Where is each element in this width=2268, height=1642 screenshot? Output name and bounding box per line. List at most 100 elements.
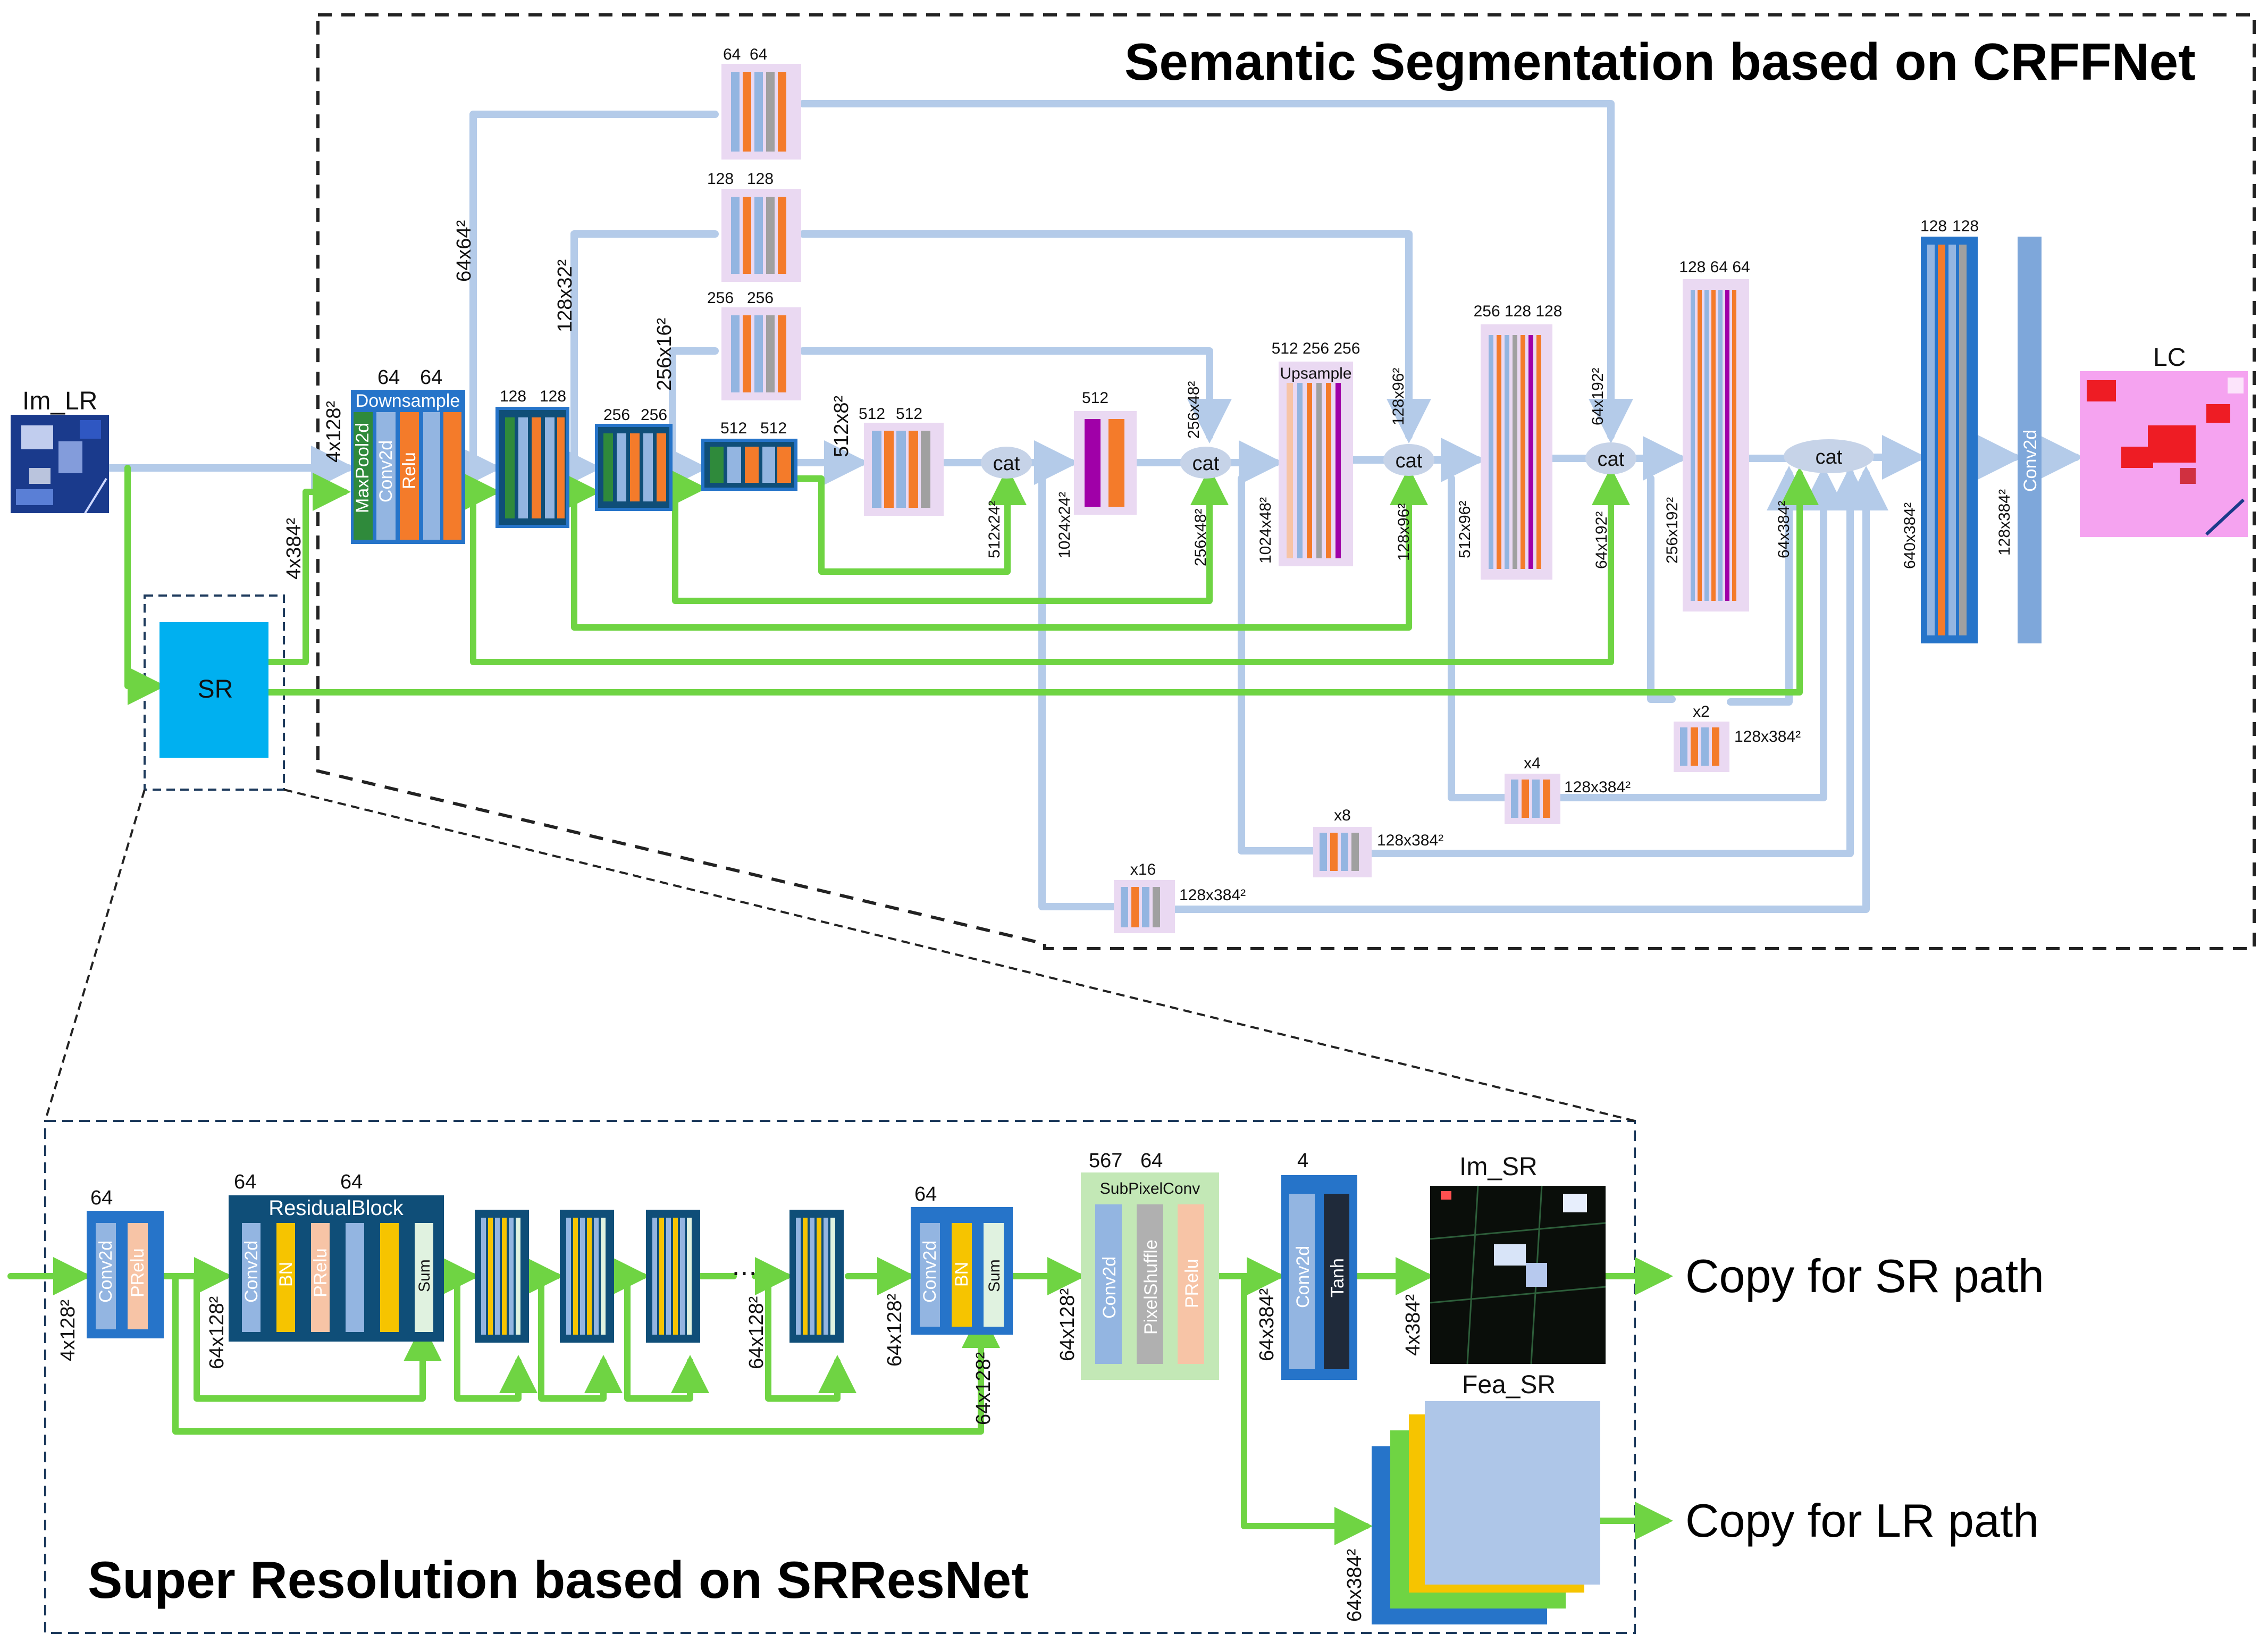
sr-feature-branch: [1241, 1273, 1373, 1545]
residual-block-3: [560, 1210, 614, 1343]
cat2-label: cat: [1192, 453, 1220, 475]
cat-op-2: [1180, 447, 1231, 479]
ms-x8: [1238, 475, 1320, 854]
sr-skip-2: [454, 1273, 537, 1402]
up3-ch: 128 64 64: [1679, 258, 1750, 276]
rb-conv: Conv2d: [241, 1241, 262, 1303]
skip-block-64: [721, 64, 801, 160]
subpixel-title: SubPixelConv: [1100, 1180, 1200, 1197]
enc128-ch: 128: [500, 388, 526, 405]
skip-block-256: [721, 307, 801, 400]
dim-64x192-bot: 64x192²: [1593, 512, 1610, 569]
upsample-block-1: [1279, 362, 1353, 566]
dim-64x384: 64x384²: [1775, 501, 1793, 558]
dim-1024x24: 1024x24²: [1056, 492, 1073, 558]
im-sr-label: Im_SR: [1459, 1153, 1538, 1181]
cat3-label: cat: [1396, 450, 1423, 472]
ms-x16-out: [1169, 466, 1888, 913]
skip-128: [570, 230, 719, 461]
sr-dim-4x128: 4x128²: [57, 1300, 79, 1361]
dim-128x32: 128x32²: [554, 259, 576, 332]
ct-ch: 4: [1297, 1150, 1308, 1172]
ms-x2: [1647, 475, 1676, 703]
sr-conv-ch: 64: [90, 1187, 113, 1209]
skip64-ch2: 64: [750, 46, 767, 63]
dim-256x16: 256x16²: [653, 318, 676, 391]
sp-conv: Conv2d: [1099, 1256, 1120, 1319]
maxpool-label: MaxPool2d: [352, 423, 373, 513]
final-ch2: 128: [1952, 217, 1979, 235]
zoom-line-right: [283, 789, 1635, 1122]
cat4-label: cat: [1598, 448, 1625, 471]
rb-ch2: 64: [340, 1171, 363, 1193]
sr-title: Super Resolution based on SRResNet: [88, 1551, 1029, 1609]
skip-64-out: [799, 100, 1633, 443]
cat-op-1: [981, 447, 1032, 479]
enc-conv-label: Conv2d: [376, 440, 396, 502]
segmentation-title: Semantic Segmentation based on CRFFNet: [1124, 32, 2196, 91]
input-to-sr: [124, 465, 166, 705]
ms-block-x16: [1114, 880, 1175, 933]
sp-ch: 567: [1089, 1150, 1122, 1172]
cat1-label: cat: [993, 453, 1020, 475]
segmentation-frame: [316, 13, 2256, 950]
g-enc3: [672, 467, 1229, 604]
ms-x4-out: [1557, 466, 1846, 801]
skip128-ch2: 128: [747, 170, 774, 188]
skip-64: [469, 111, 719, 482]
bottleneck-ch2: 512: [896, 405, 922, 423]
downsample-block: [351, 390, 465, 544]
upsample-block-2: [1481, 324, 1552, 580]
g-enc1: [470, 467, 1630, 665]
rb-title: ResidualBlock: [268, 1196, 404, 1220]
sr-rb-skip: [194, 1273, 442, 1402]
copy-sr-label: Copy for SR path: [1685, 1250, 2044, 1302]
up1-label: Upsample: [1280, 365, 1351, 382]
skip-256: [669, 347, 719, 461]
g-enc4: [794, 467, 1027, 575]
skip128-ch: 128: [707, 170, 734, 188]
sr-skip-3: [538, 1273, 623, 1402]
cat-op-4: [1585, 442, 1636, 474]
sr-skip-4: [624, 1273, 709, 1402]
rb-bn: BN: [276, 1262, 296, 1287]
ms-x4-label: x4: [1524, 755, 1541, 772]
skip-256-out: [799, 347, 1232, 443]
ms-x8-label: x8: [1334, 807, 1351, 824]
final-block: [1921, 237, 1978, 643]
rb-ch: 64: [234, 1171, 256, 1193]
sr-to-downsample: [265, 473, 351, 665]
sr-sum-label: Sum: [986, 1259, 1003, 1292]
g-enc2: [571, 467, 1428, 631]
dim-64x64: 64x64²: [453, 220, 475, 282]
fea-sr-label: Fea_SR: [1462, 1371, 1556, 1399]
dim-256x192: 256x192²: [1664, 497, 1681, 564]
sr-block: [159, 622, 268, 758]
dim-4x128: 4x128²: [323, 401, 345, 463]
sr-detail-frame: [44, 1120, 1636, 1634]
sp-prelu: PRelu: [1182, 1259, 1202, 1308]
conv-tanh-block: [1281, 1175, 1357, 1380]
ms-x4-dim: 128x384²: [1564, 778, 1631, 796]
ct-conv: Conv2d: [1293, 1246, 1313, 1308]
sr-global-skip: [172, 1273, 1000, 1435]
up1-ch: 512 256 256: [1272, 340, 1360, 357]
ms-x4: [1448, 475, 1508, 801]
skip256-ch: 256: [707, 289, 734, 307]
output-conv-label: Conv2d: [2020, 430, 2040, 492]
dim-128x96-bot: 128x96²: [1395, 504, 1413, 561]
rb-sum: Sum: [416, 1259, 433, 1292]
dim-1024x48: 1024x48²: [1257, 497, 1274, 564]
im-sr-image: [1430, 1185, 1606, 1364]
sr-conv-bn-sum: [911, 1207, 1013, 1335]
ms-block-x2: [1674, 722, 1729, 772]
lc-map-image: [2080, 371, 2248, 537]
im-lr-image: [11, 415, 109, 514]
dim-512x96: 512x96²: [1456, 501, 1474, 558]
dim-4x384-top: 4x384²: [283, 518, 305, 580]
enc-relu-label: Relu: [399, 452, 419, 489]
sr-conv2-label: Conv2d: [920, 1241, 940, 1303]
sr-dim-4x384: 4x384²: [1402, 1294, 1424, 1356]
dim-512x8: 512x8²: [830, 396, 853, 457]
